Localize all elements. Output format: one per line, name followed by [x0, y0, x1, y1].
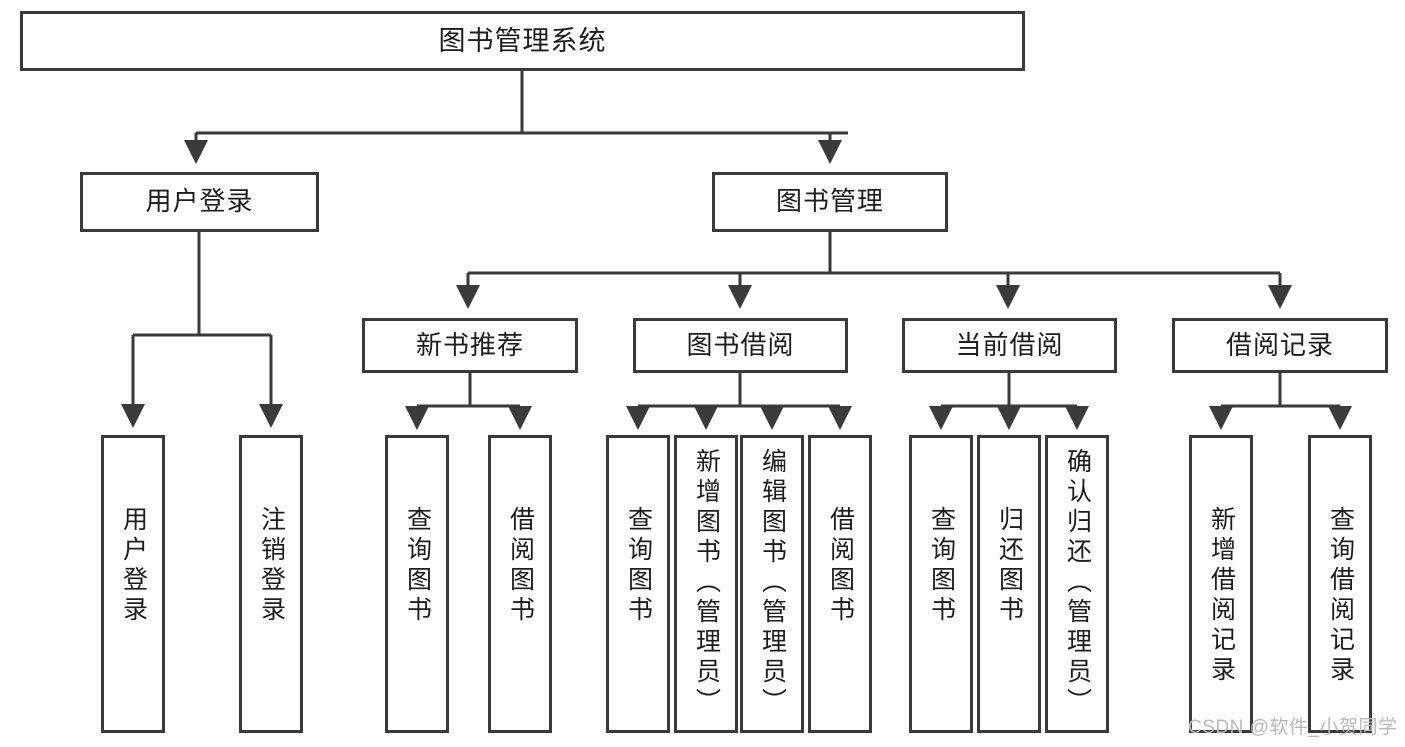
node-root-label: 图书管理系统	[438, 25, 607, 56]
leaf-query-book-2-label: 查询图书	[624, 506, 653, 626]
node-new-book-recommend[interactable]: 新书推荐	[362, 318, 578, 373]
leaf-user-login[interactable]: 用户登录	[101, 435, 165, 733]
node-borrow-record[interactable]: 借阅记录	[1172, 318, 1388, 373]
node-root[interactable]: 图书管理系统	[20, 11, 1025, 71]
node-borrow-record-label: 借阅记录	[1225, 329, 1334, 360]
leaf-query-record-label: 查询借阅记录	[1326, 506, 1355, 686]
leaf-confirm-return[interactable]: 确认归还（管理员）	[1045, 435, 1109, 733]
leaf-confirm-return-label: 确认归还（管理员）	[1063, 448, 1092, 718]
node-new-book-recommend-label: 新书推荐	[415, 329, 524, 360]
leaf-query-book-2[interactable]: 查询图书	[606, 435, 670, 733]
node-current-borrow[interactable]: 当前借阅	[902, 318, 1117, 373]
leaf-edit-book-label: 编辑图书（管理员）	[758, 448, 787, 718]
node-book-management[interactable]: 图书管理	[712, 172, 948, 232]
leaf-return-book[interactable]: 归还图书	[977, 435, 1041, 733]
leaf-query-book-3[interactable]: 查询图书	[909, 435, 973, 733]
leaf-borrow-book-1[interactable]: 借阅图书	[488, 435, 552, 733]
leaf-query-book-1[interactable]: 查询图书	[385, 435, 449, 733]
leaf-logout-label: 注销登录	[257, 506, 286, 626]
node-current-borrow-label: 当前借阅	[955, 329, 1064, 360]
leaf-borrow-book-1-label: 借阅图书	[506, 506, 535, 626]
leaf-query-book-3-label: 查询图书	[927, 506, 956, 626]
leaf-add-book-label: 新增图书（管理员）	[692, 448, 721, 718]
leaf-logout[interactable]: 注销登录	[239, 435, 303, 733]
leaf-user-login-label: 用户登录	[119, 506, 148, 626]
leaf-query-record[interactable]: 查询借阅记录	[1308, 435, 1372, 733]
node-user-login-label: 用户登录	[145, 186, 254, 217]
leaf-query-book-1-label: 查询图书	[403, 506, 432, 626]
node-book-borrow-label: 图书借阅	[686, 329, 795, 360]
node-book-management-label: 图书管理	[775, 186, 884, 217]
leaf-add-book[interactable]: 新增图书（管理员）	[674, 435, 738, 733]
leaf-edit-book[interactable]: 编辑图书（管理员）	[740, 435, 804, 733]
leaf-borrow-book-2-label: 借阅图书	[826, 506, 855, 626]
leaf-borrow-book-2[interactable]: 借阅图书	[808, 435, 872, 733]
node-user-login[interactable]: 用户登录	[80, 172, 319, 232]
leaf-return-book-label: 归还图书	[995, 506, 1024, 626]
node-book-borrow[interactable]: 图书借阅	[633, 318, 848, 373]
csdn-watermark: CSDN @软件_小贺同学	[1188, 717, 1398, 738]
leaf-add-record-label: 新增借阅记录	[1207, 506, 1236, 686]
leaf-add-record[interactable]: 新增借阅记录	[1189, 435, 1253, 733]
